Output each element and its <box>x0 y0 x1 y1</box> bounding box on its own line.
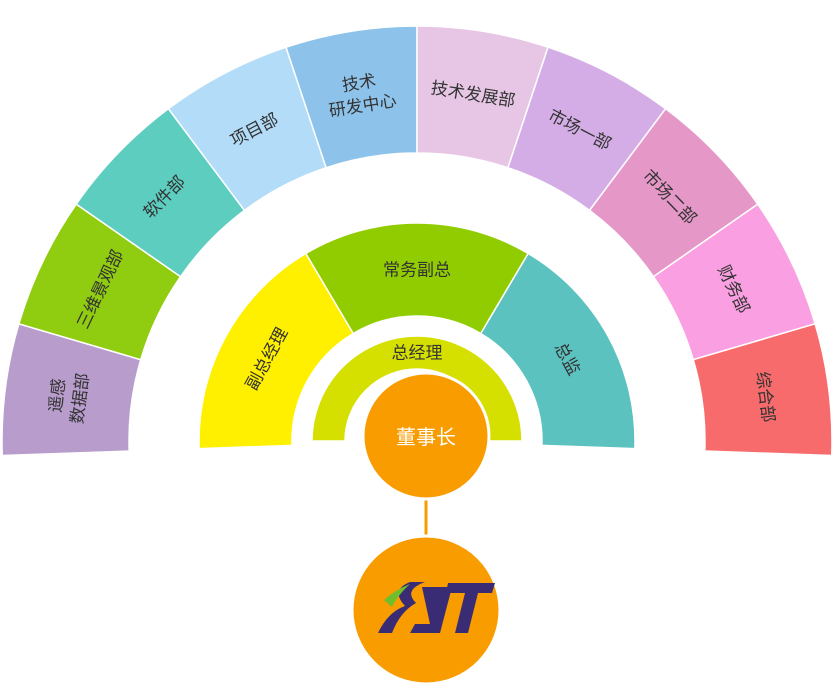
management-label-line: 常务副总 <box>383 260 451 280</box>
management-ring: 副总经理 常务副总 总监 <box>198 222 636 450</box>
company-logo <box>350 534 502 686</box>
department-segment[interactable]: 三维景观部 <box>17 203 182 361</box>
management-sector <box>479 252 636 450</box>
department-label-line: 遥感 <box>46 378 70 414</box>
general-manager-label: 总经理 <box>392 343 443 363</box>
department-segment[interactable]: 综合部 <box>692 322 833 457</box>
department-segment[interactable]: 项目部 <box>167 46 328 212</box>
sjt-logo-icon <box>378 582 495 633</box>
general-manager-segment[interactable]: 总经理 <box>311 335 523 442</box>
outer-department-ring: 遥感数据部三维景观部软件部项目部技术研发中心技术发展部市场一部市场二部财务部综合… <box>1 25 833 457</box>
chairman-circle <box>361 371 491 501</box>
chairman-label: 董事长 <box>396 425 456 449</box>
general-manager-sector <box>311 335 523 442</box>
management-label: 常务副总 <box>383 260 451 280</box>
department-segment[interactable]: 财务部 <box>652 203 817 361</box>
logo-circle <box>350 534 502 686</box>
management-segment[interactable]: 总监 <box>479 252 636 450</box>
general-manager-ring: 总经理 <box>311 335 523 442</box>
department-segment[interactable]: 技术发展部 <box>416 25 549 169</box>
management-segment[interactable]: 常务副总 <box>304 222 530 335</box>
department-segment[interactable]: 软件部 <box>75 107 246 278</box>
chairman-node[interactable]: 董事长 <box>361 371 491 501</box>
management-segment[interactable]: 副总经理 <box>198 252 355 450</box>
department-segment[interactable]: 市场一部 <box>506 46 667 212</box>
department-sector <box>692 322 833 457</box>
general-manager-label-line: 总经理 <box>392 343 443 363</box>
